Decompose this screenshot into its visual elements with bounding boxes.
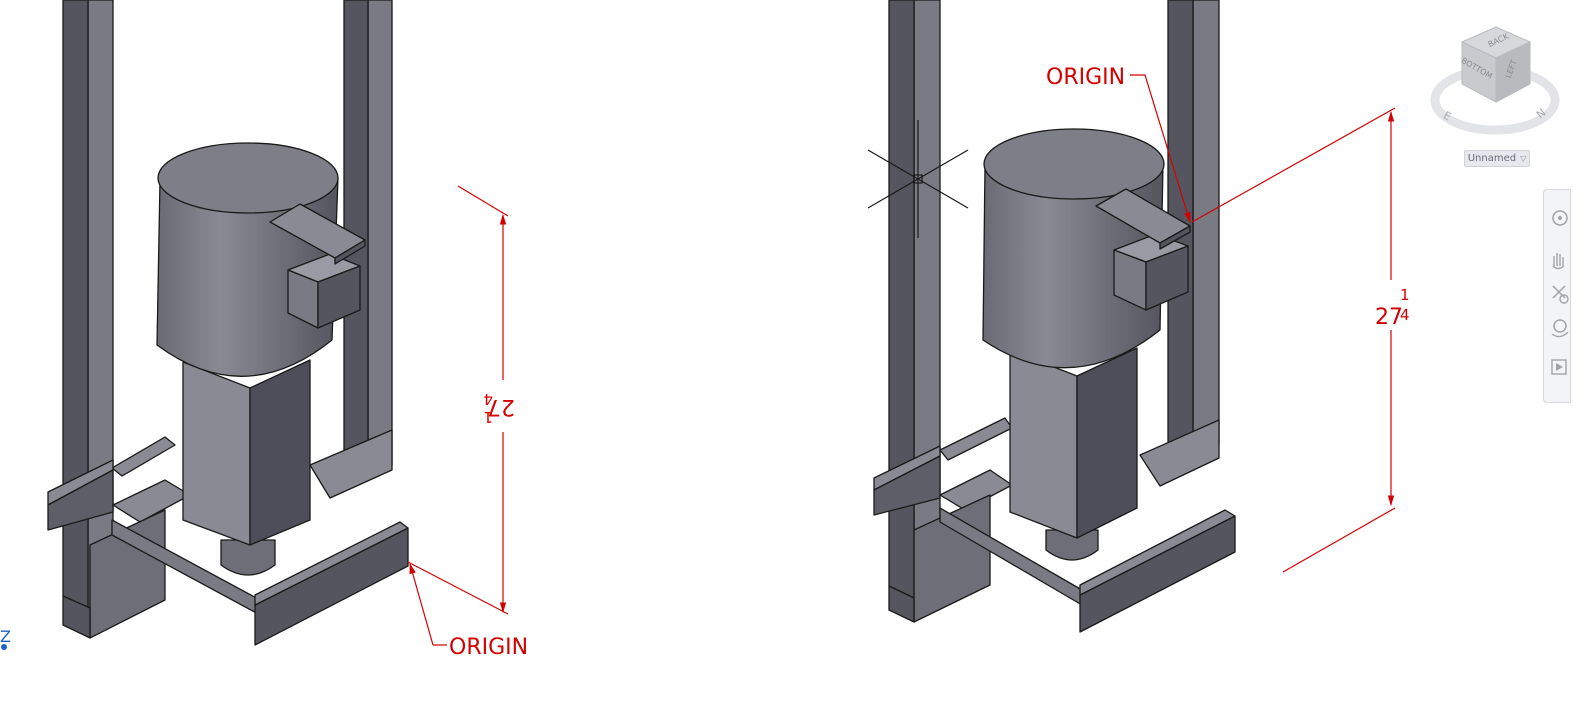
right-dimension-text: 27 1 4 — [1375, 286, 1410, 330]
svg-text:Z: Z — [0, 627, 11, 646]
left-dimension-text: 27 1 4 — [483, 390, 515, 426]
svg-text:4: 4 — [1400, 306, 1410, 324]
ucs-icon: Z — [0, 627, 11, 650]
view-name-label: Unnamed — [1467, 153, 1517, 164]
zoom-icon[interactable] — [1544, 280, 1570, 314]
orbit-icon[interactable] — [1544, 314, 1570, 348]
svg-text:4: 4 — [483, 390, 493, 408]
right-origin-label: ORIGIN — [1046, 65, 1125, 90]
svg-text:27: 27 — [1375, 305, 1403, 330]
left-origin-label: ORIGIN — [449, 635, 528, 660]
svg-text:1: 1 — [1400, 286, 1410, 304]
right-dimension[interactable] — [1130, 74, 1396, 573]
svg-text:27: 27 — [487, 394, 515, 419]
right-model — [873, 0, 1236, 633]
steering-wheel-icon[interactable] — [1544, 204, 1570, 238]
showmotion-icon[interactable] — [1544, 354, 1570, 388]
view-name-dropdown[interactable]: Unnamed▽ — [1464, 150, 1530, 167]
left-dimension[interactable] — [407, 185, 509, 646]
viewcube-right-face[interactable] — [1495, 41, 1531, 103]
chevron-down-icon: ▽ — [1520, 154, 1527, 163]
navigation-bar[interactable] — [1543, 189, 1571, 403]
crosshair-cursor — [867, 120, 969, 238]
pan-hand-icon[interactable] — [1544, 246, 1570, 280]
svg-text:1: 1 — [483, 408, 493, 426]
viewcube[interactable]: BACK BOTTOM LEFT N E — [1430, 22, 1560, 152]
left-model — [47, 0, 409, 646]
